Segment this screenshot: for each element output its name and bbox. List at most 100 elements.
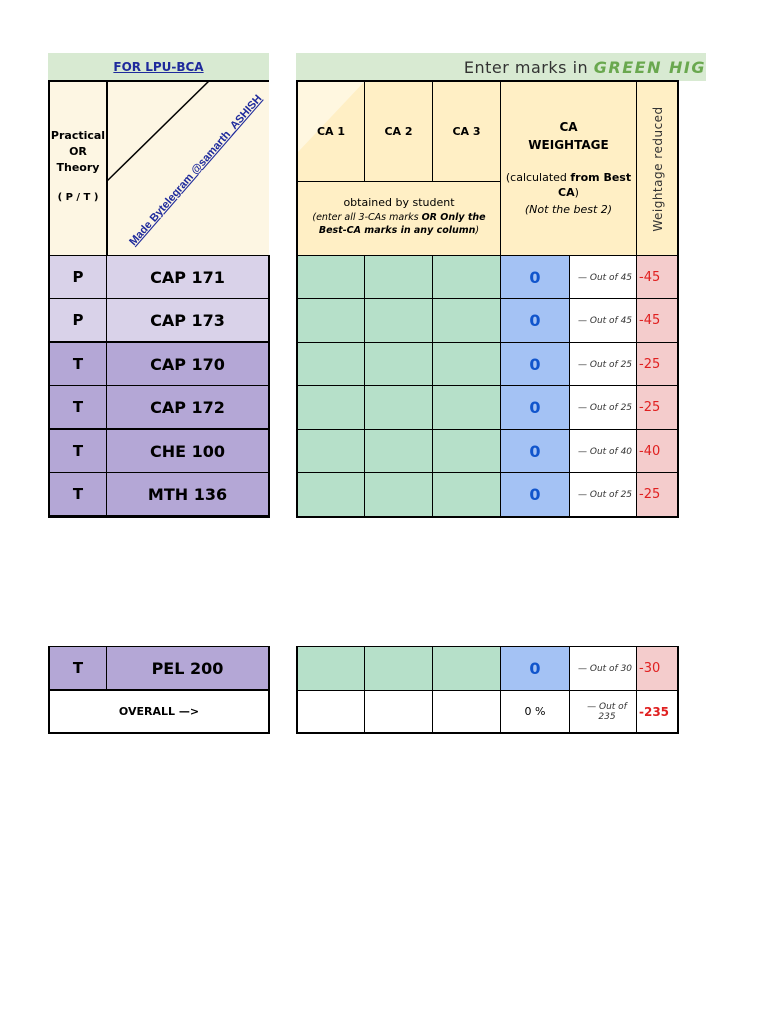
out-of-label: — Out of 25	[569, 342, 637, 387]
subject-name: CAP 170	[106, 342, 270, 387]
weightage-value: 0	[500, 646, 570, 691]
obtained-note: obtained by student (enter all 3-CAs mar…	[298, 196, 500, 237]
calc-note: (calculated from Best CA)	[503, 170, 634, 200]
ca-weightage-title-1: CA	[559, 120, 578, 134]
ca1-input[interactable]	[296, 646, 365, 691]
type-cell: T	[48, 385, 107, 430]
ca1-input[interactable]	[296, 342, 365, 387]
weightage-value: 0	[500, 255, 570, 300]
weightage-value: 0	[500, 472, 570, 517]
pt-label-line-2: OR	[69, 145, 87, 158]
subject-name: PEL 200	[106, 646, 270, 691]
out-of-label: — Out of 30	[569, 646, 637, 691]
enter-note-part1: (enter all 3-CAs marks	[312, 212, 422, 223]
table-bottom-border	[296, 516, 679, 518]
overall-percent: 0 %	[500, 690, 570, 734]
ca1-input[interactable]	[296, 385, 365, 430]
table-bottom-border	[48, 516, 270, 518]
lpu-bca-link[interactable]: FOR LPU-BCA	[113, 60, 204, 74]
top-left-banner	[48, 53, 269, 81]
calc-note-2: )	[574, 186, 579, 199]
type-cell: P	[48, 255, 107, 300]
obtained-label: obtained by student	[343, 196, 455, 209]
ca-weightage-title-2: WEIGHTAGE	[528, 138, 609, 152]
type-cell: T	[48, 646, 107, 691]
type-cell: T	[48, 342, 107, 387]
right-header-panel	[296, 80, 679, 255]
ca3-input[interactable]	[432, 342, 501, 387]
ca1-header: CA 1	[316, 125, 346, 138]
overall-out-of: — Out of 235	[569, 690, 637, 734]
hdr-line	[364, 80, 365, 182]
calc-note-bold: from Best CA	[558, 171, 632, 199]
ca3-input[interactable]	[432, 255, 501, 300]
ca2-input[interactable]	[364, 429, 433, 474]
pt-label-line-1: Practical	[50, 129, 106, 142]
hdr-line	[296, 181, 501, 182]
instruction-text: Enter marks in GREEN HIG	[464, 58, 706, 77]
overall-reduced: -235	[636, 690, 679, 734]
calc-note-1: (calculated	[505, 171, 571, 184]
out-of-label: — Out of 25	[569, 385, 637, 430]
ca2-input[interactable]	[364, 385, 433, 430]
ca1-input[interactable]	[296, 429, 365, 474]
left-header-divider	[106, 80, 108, 255]
type-cell: T	[48, 429, 107, 474]
reduced-value: -25	[636, 342, 679, 387]
ca2-input[interactable]	[364, 646, 433, 691]
out-of-label: — Out of 45	[569, 298, 637, 343]
ca1-input[interactable]	[296, 255, 365, 300]
subject-name: CHE 100	[106, 429, 270, 474]
enter-note: (enter all 3-CAs marks OR Only the Best-…	[298, 211, 500, 237]
credit-diagonal: Made Bytelegram @samarth_ASHISH	[106, 80, 264, 248]
not-best-note: (Not the best 2)	[524, 203, 613, 216]
pt-label-line-3: Theory	[56, 161, 100, 174]
reduced-value: -30	[636, 646, 679, 691]
ca3-input[interactable]	[432, 472, 501, 517]
type-cell: T	[48, 472, 107, 517]
weightage-value: 0	[500, 342, 570, 387]
subject-name: CAP 173	[106, 298, 270, 343]
hdr-line	[432, 80, 433, 182]
ca3-input[interactable]	[432, 385, 501, 430]
reduced-value: -45	[636, 255, 679, 300]
ca2-input[interactable]	[364, 472, 433, 517]
weightage-reduced-label: Weightage reduced	[651, 105, 665, 232]
out-of-label: — Out of 25	[569, 472, 637, 517]
reduced-value: -25	[636, 472, 679, 517]
ca3-input[interactable]	[432, 298, 501, 343]
subject-name: CAP 171	[106, 255, 270, 300]
ca-weightage-title: CA WEIGHTAGE	[501, 118, 636, 154]
weightage-value: 0	[500, 298, 570, 343]
ca2-input[interactable]	[364, 342, 433, 387]
overall-empty-cell	[364, 690, 433, 734]
reduced-value: -45	[636, 298, 679, 343]
enter-note-part2: )	[475, 225, 480, 236]
weightage-value: 0	[500, 385, 570, 430]
left-header-panel	[48, 80, 269, 255]
ca1-input[interactable]	[296, 298, 365, 343]
overall-empty-cell	[296, 690, 365, 734]
overall-empty-cell	[432, 690, 501, 734]
ca2-input[interactable]	[364, 255, 433, 300]
pt-sub-label: ( P / T )	[57, 192, 99, 203]
out-of-label: — Out of 45	[569, 255, 637, 300]
out-of-label: — Out of 40	[569, 429, 637, 474]
hdr-line	[636, 80, 637, 255]
ca1-input[interactable]	[296, 472, 365, 517]
subject-name: MTH 136	[106, 472, 270, 517]
ca3-input[interactable]	[432, 429, 501, 474]
hdr-line	[500, 80, 501, 255]
header-accent	[298, 82, 364, 152]
ca2-input[interactable]	[364, 298, 433, 343]
instruction-green-text: GREEN HIG	[593, 58, 706, 77]
ca3-header: CA 3	[452, 125, 481, 138]
weightage-reduced-header: Weightage reduced	[637, 82, 679, 255]
ca3-input[interactable]	[432, 646, 501, 691]
instruction-banner: Enter marks in GREEN HIG	[296, 53, 706, 81]
weightage-value: 0	[500, 429, 570, 474]
instruction-prefix: Enter marks in	[463, 58, 589, 77]
reduced-value: -40	[636, 429, 679, 474]
credit-text[interactable]: Made Bytelegram @samarth_ASHISH	[127, 93, 264, 248]
enter-note-bold: OR Only the Best-CA marks in any column	[318, 212, 486, 236]
